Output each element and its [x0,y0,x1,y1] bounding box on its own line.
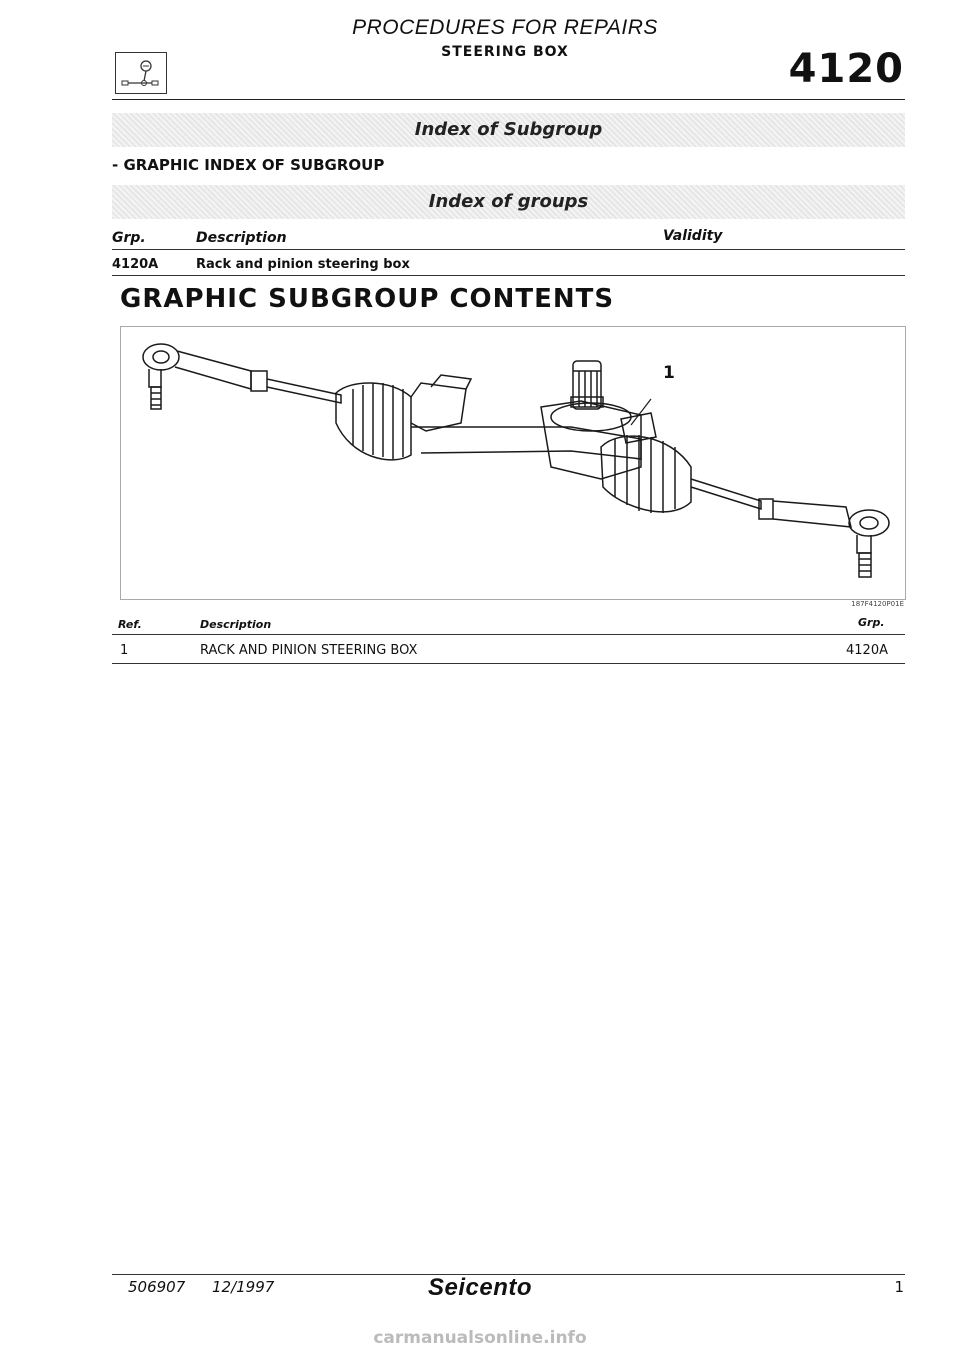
groups-header-rule [112,249,905,250]
page-header-subtitle: STEERING BOX [441,44,569,60]
section-code: 4120 [788,46,904,92]
steering-box-figure: 1 [120,326,906,600]
ref-header-grp: Grp. [858,616,885,629]
groups-header-grp: Grp. [112,230,146,246]
groups-header-validity: Validity [663,228,723,244]
index-of-subgroup-band: Index of Subgroup [112,113,905,147]
footer-page-number: 1 [894,1278,904,1296]
groups-row-description: Rack and pinion steering box [196,257,410,272]
figure-code: 187F4120P01E [851,600,904,608]
groups-header-description: Description [196,230,287,246]
header-divider [112,99,905,100]
ref-row-rule [112,663,905,664]
groups-row-rule [112,275,905,276]
contents-title: GRAPHIC SUBGROUP CONTENTS [120,284,615,314]
footer-date: 12/1997 [212,1278,275,1296]
ref-header-description: Description [200,618,272,631]
watermark: carmanualsonline.info [373,1328,587,1348]
ref-row-description: RACK AND PINION STEERING BOX [200,643,418,658]
ref-row-ref: 1 [120,643,129,658]
rack-and-pinion-illustration [142,343,890,578]
groups-row-grp: 4120A [112,257,159,272]
footer-divider [112,1274,905,1275]
index-of-groups-band: Index of groups [112,185,905,219]
steering-wheel-icon [115,52,167,94]
section-heading: - GRAPHIC INDEX OF SUBGROUP [112,156,385,174]
ref-row-grp: 4120A [846,643,888,658]
ref-header-ref: Ref. [118,618,142,631]
page-header-title: PROCEDURES FOR REPAIRS [352,16,658,39]
footer-doc-number: 506907 [128,1278,186,1296]
figure-callout: 1 [663,363,675,383]
ref-header-rule [112,634,905,635]
footer-brand-logo: Seicento [427,1274,533,1301]
